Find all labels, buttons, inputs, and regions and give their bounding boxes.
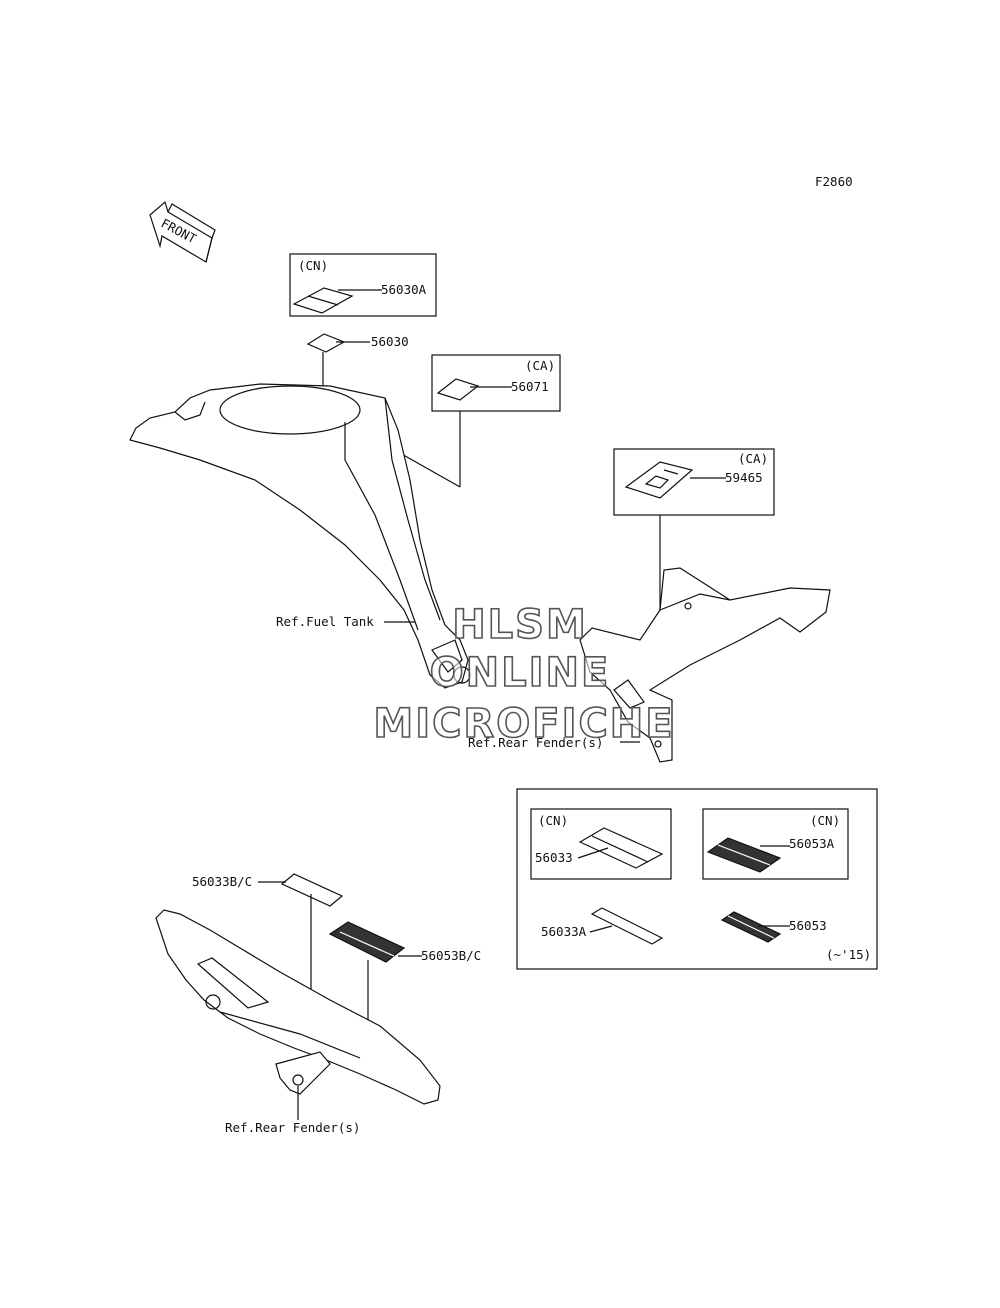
label-sticker-56033 [578, 827, 664, 869]
part-56033bc: 56033B/C [192, 873, 344, 1008]
part-number-59465: 59465 [725, 470, 763, 485]
variant-box: (CN) 56033 (CN) 56053A 56033A 56053 (~'1… [516, 788, 878, 970]
region-tag-ca-2: (CA) [738, 451, 768, 466]
callout-box-56053a: (CN) 56053A [702, 808, 849, 880]
region-tag-cn: (CN) [298, 258, 328, 273]
fuel-tank-cover: Ref.Fuel Tank [129, 383, 471, 689]
label-sticker-56033bc [280, 873, 344, 907]
callout-box-56030a: (CN) 56030A [289, 253, 437, 317]
part-number-56033a: 56033A [541, 924, 587, 939]
callout-box-59465: (CA) 59465 [613, 448, 775, 640]
ref-fuel-tank: Ref.Fuel Tank [276, 614, 374, 629]
ref-rear-fender-1: Ref.Rear Fender(s) [468, 735, 603, 750]
watermark-line2: ONLINE [430, 650, 611, 696]
part-number-56053bc: 56053B/C [421, 948, 481, 963]
part-number-56033: 56033 [535, 850, 573, 865]
part-number-56071: 56071 [511, 379, 549, 394]
part-56053: 56053 [720, 911, 827, 943]
watermark-line1: HLSM [452, 602, 588, 648]
part-number-56053a: 56053A [789, 836, 835, 851]
rear-fender-upper: Ref.Rear Fender(s) [468, 567, 831, 763]
front-arrow-icon: FRONT [149, 200, 216, 263]
watermark-line3: MICROFICHE [373, 701, 674, 747]
part-number-56033bc: 56033B/C [192, 874, 252, 889]
part-number-56030: 56030 [371, 334, 409, 349]
callout-box-56033: (CN) 56033 [530, 808, 672, 880]
label-sticker-59465 [624, 461, 694, 499]
region-tag-cn-4: (CN) [810, 813, 840, 828]
region-tag-ca: (CA) [525, 358, 555, 373]
label-sticker-56071 [436, 378, 480, 401]
part-number-56030a: 56030A [381, 282, 427, 297]
ref-rear-fender-2: Ref.Rear Fender(s) [225, 1120, 360, 1135]
watermark: HLSM ONLINE MICROFICHE [373, 601, 674, 748]
figure-code: F2860 [815, 174, 853, 189]
part-56033a: 56033A [541, 907, 664, 945]
region-tag-cn-3: (CN) [538, 813, 568, 828]
chain-guard: Ref.Rear Fender(s) [155, 909, 441, 1135]
label-sticker-56033a [590, 907, 664, 945]
label-sticker-56030 [306, 333, 346, 353]
year-note: (~'15) [826, 947, 871, 962]
part-number-56053: 56053 [789, 918, 827, 933]
